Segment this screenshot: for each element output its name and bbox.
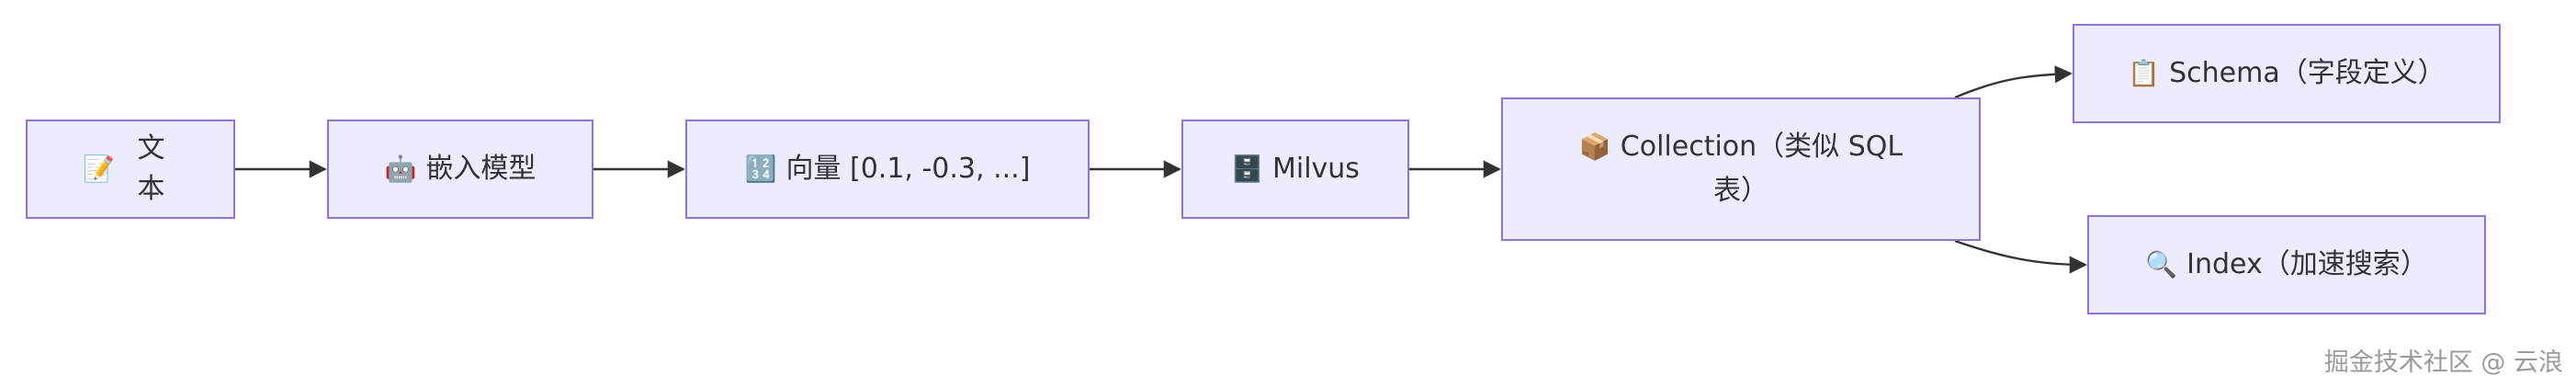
package-icon: 📦 (1578, 131, 1611, 162)
node-vector[interactable]: 🔢 向量 [0.1, -0.3, ...] (685, 120, 1090, 219)
numbers-icon: 🔢 (744, 154, 777, 184)
node-index-label: Index（加速搜索） (2186, 248, 2428, 280)
edge-collection-to-schema (1954, 65, 2073, 99)
watermark: 掘金技术社区 @ 云浪 (2323, 348, 2563, 377)
edge-collection-to-index (1954, 239, 2087, 274)
node-embedding-model-label: 嵌入模型 (425, 153, 537, 185)
magnifier-icon: 🔍 (2145, 249, 2178, 280)
node-text-label: 文本 (137, 132, 165, 205)
node-vector-label: 向量 [0.1, -0.3, ...] (785, 153, 1031, 185)
node-milvus[interactable]: 🗄️ Milvus (1181, 120, 1409, 219)
node-index[interactable]: 🔍 Index（加速搜索） (2087, 215, 2486, 314)
node-milvus-label: Milvus (1271, 153, 1360, 185)
node-schema[interactable]: 📋 Schema（字段定义） (2073, 24, 2501, 123)
clipboard-icon: 📋 (2128, 58, 2161, 88)
node-text[interactable]: 📝 文本 (26, 120, 235, 219)
node-collection-content: 📦 Collection（类似 SQL 表） (1576, 125, 1905, 213)
node-embedding-model[interactable]: 🤖 嵌入模型 (327, 120, 593, 219)
robot-icon: 🤖 (384, 154, 417, 184)
file-cabinet-icon: 🗄️ (1231, 154, 1263, 184)
node-schema-label: Schema（字段定义） (2169, 57, 2446, 89)
node-collection[interactable]: 📦 Collection（类似 SQL 表） (1501, 97, 1981, 241)
node-collection-label: Collection（类似 SQL 表） (1620, 131, 1904, 207)
memo-icon: 📝 (83, 154, 115, 184)
